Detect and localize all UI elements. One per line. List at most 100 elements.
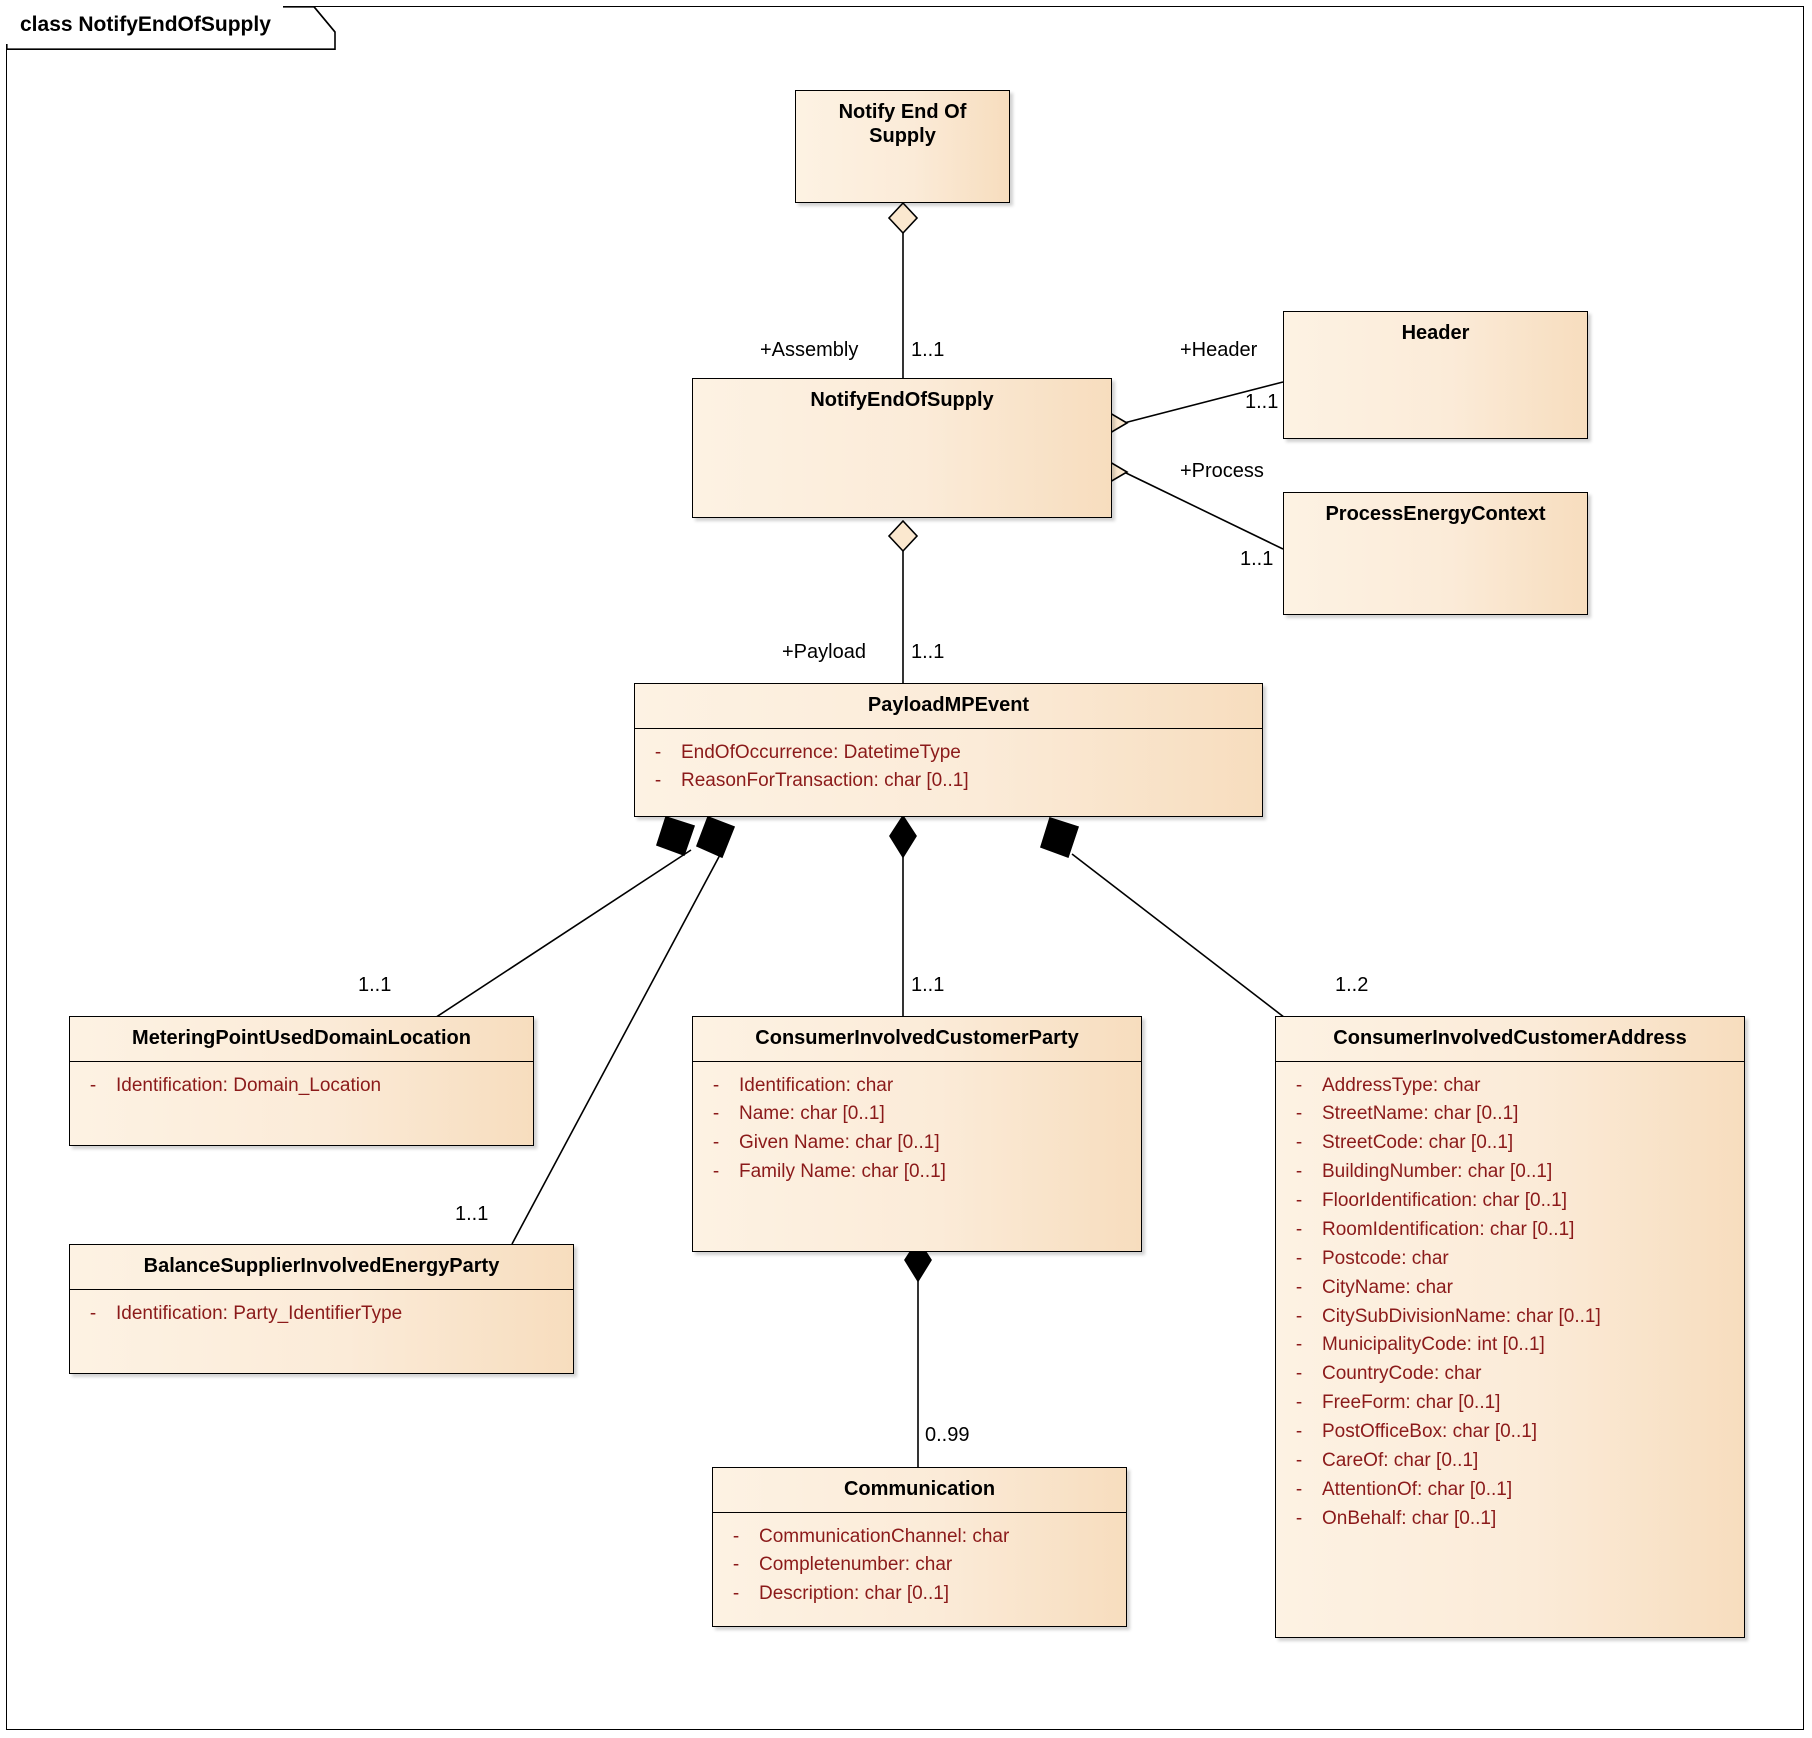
attribute-compartment: - Identification: Domain_Location xyxy=(70,1062,533,1111)
attribute-signature: OnBehalf: char [0..1] xyxy=(1322,1507,1497,1529)
attribute-visibility: - xyxy=(1295,1421,1303,1443)
attribute-visibility: - xyxy=(1295,1507,1303,1529)
label-assembly-mult: 1..1 xyxy=(911,339,945,361)
attribute-row: - CareOf: char [0..1] xyxy=(1276,1447,1744,1476)
label-header-role: +Header xyxy=(1180,339,1258,361)
class-consumer-involved-customer-address[interactable]: ConsumerInvolvedCustomerAddress - Addres… xyxy=(1275,1016,1745,1638)
class-title: MeteringPointUsedDomainLocation xyxy=(132,1027,471,1049)
attribute-row: - Postcode: char xyxy=(1276,1245,1744,1274)
attribute-signature: Family Name: char [0..1] xyxy=(739,1161,946,1183)
class-title: Header xyxy=(1401,322,1470,344)
attribute-signature: CityName: char xyxy=(1322,1276,1453,1298)
class-communication[interactable]: Communication - CommunicationChannel: ch… xyxy=(712,1467,1127,1627)
class-process-energy-context[interactable]: ProcessEnergyContext xyxy=(1283,492,1588,615)
attribute-signature: Identification: Party_IdentifierType xyxy=(116,1302,403,1324)
attribute-row: - RoomIdentification: char [0..1] xyxy=(1276,1216,1744,1245)
attribute-visibility: - xyxy=(1295,1074,1303,1096)
label-communication-mult: 0..99 xyxy=(925,1424,970,1446)
attribute-row: - Identification: Party_IdentifierType xyxy=(70,1300,573,1329)
attribute-signature: MunicipalityCode: int [0..1] xyxy=(1322,1334,1545,1356)
class-notify-end-of-supply-actor[interactable]: Notify End Of Supply xyxy=(795,90,1010,203)
class-payload-mp-event[interactable]: PayloadMPEvent - EndOfOccurrence: Dateti… xyxy=(634,683,1263,817)
attribute-visibility: - xyxy=(732,1583,740,1605)
attribute-row: - ReasonForTransaction: char [0..1] xyxy=(635,767,1262,796)
attribute-row: - CommunicationChannel: char xyxy=(713,1523,1126,1552)
label-process-mult: 1..1 xyxy=(1240,548,1274,570)
attribute-signature: StreetCode: char [0..1] xyxy=(1322,1132,1514,1154)
attribute-row: - Family Name: char [0..1] xyxy=(693,1158,1141,1187)
attribute-row: - EndOfOccurrence: DatetimeType xyxy=(635,739,1262,768)
class-metering-point-used-domain-location[interactable]: MeteringPointUsedDomainLocation - Identi… xyxy=(69,1016,534,1146)
attribute-visibility: - xyxy=(89,1302,97,1324)
compartment-divider xyxy=(1276,1060,1744,1062)
attribute-signature: ReasonForTransaction: char [0..1] xyxy=(681,770,969,792)
attribute-visibility: - xyxy=(1295,1334,1303,1356)
attribute-signature: RoomIdentification: char [0..1] xyxy=(1322,1218,1575,1240)
attribute-visibility: - xyxy=(1295,1449,1303,1471)
attribute-signature: Postcode: char xyxy=(1322,1247,1449,1269)
attribute-visibility: - xyxy=(1295,1392,1303,1414)
attribute-row: - Given Name: char [0..1] xyxy=(693,1129,1141,1158)
attribute-row: - FloorIdentification: char [0..1] xyxy=(1276,1187,1744,1216)
attribute-row: - AddressType: char xyxy=(1276,1072,1744,1101)
diagram-tab-label: class NotifyEndOfSupply xyxy=(20,13,271,36)
attribute-signature: Completenumber: char xyxy=(759,1554,953,1576)
class-title: ConsumerInvolvedCustomerParty xyxy=(755,1027,1079,1049)
class-title: BalanceSupplierInvolvedEnergyParty xyxy=(143,1255,500,1277)
compartment-divider xyxy=(713,1511,1126,1513)
attribute-row: - BuildingNumber: char [0..1] xyxy=(1276,1158,1744,1187)
attribute-visibility: - xyxy=(1295,1132,1303,1154)
attribute-row: - StreetCode: char [0..1] xyxy=(1276,1129,1744,1158)
label-payload-mult: 1..1 xyxy=(911,641,945,663)
attribute-row: - Identification: Domain_Location xyxy=(70,1072,533,1101)
attribute-row: - CountryCode: char xyxy=(1276,1360,1744,1389)
class-title: Notify End Of Supply xyxy=(838,101,967,147)
attribute-row: - FreeForm: char [0..1] xyxy=(1276,1389,1744,1418)
attribute-visibility: - xyxy=(1295,1478,1303,1500)
class-balance-supplier-involved-energy-party[interactable]: BalanceSupplierInvolvedEnergyParty - Ide… xyxy=(69,1244,574,1374)
attribute-visibility: - xyxy=(89,1074,97,1096)
attribute-signature: Name: char [0..1] xyxy=(739,1103,885,1125)
attribute-signature: PostOfficeBox: char [0..1] xyxy=(1322,1421,1538,1443)
attribute-signature: EndOfOccurrence: DatetimeType xyxy=(681,741,961,763)
class-title: ProcessEnergyContext xyxy=(1325,503,1546,525)
attribute-visibility: - xyxy=(712,1074,720,1096)
class-title: NotifyEndOfSupply xyxy=(810,389,994,411)
label-cica-mult: 1..2 xyxy=(1335,974,1369,996)
class-notify-end-of-supply[interactable]: NotifyEndOfSupply xyxy=(692,378,1112,518)
attribute-visibility: - xyxy=(732,1525,740,1547)
label-payload-role: +Payload xyxy=(782,641,866,663)
label-assembly-role: +Assembly xyxy=(760,339,859,361)
attribute-row: - CitySubDivisionName: char [0..1] xyxy=(1276,1303,1744,1332)
attribute-signature: StreetName: char [0..1] xyxy=(1322,1103,1519,1125)
attribute-visibility: - xyxy=(1295,1247,1303,1269)
attribute-visibility: - xyxy=(1295,1190,1303,1212)
attribute-visibility: - xyxy=(712,1161,720,1183)
label-header-mult: 1..1 xyxy=(1245,391,1279,413)
attribute-signature: Identification: Domain_Location xyxy=(116,1074,382,1096)
class-header[interactable]: Header xyxy=(1283,311,1588,439)
attribute-signature: CommunicationChannel: char xyxy=(759,1525,1010,1547)
attribute-row: - Name: char [0..1] xyxy=(693,1100,1141,1129)
attribute-visibility: - xyxy=(712,1132,720,1154)
attribute-visibility: - xyxy=(654,770,662,792)
class-title: Communication xyxy=(843,1478,996,1500)
attribute-signature: FreeForm: char [0..1] xyxy=(1322,1392,1501,1414)
attribute-visibility: - xyxy=(654,741,662,763)
label-mpudl-mult: 1..1 xyxy=(358,974,392,996)
label-cicp-mult: 1..1 xyxy=(911,974,945,996)
attribute-signature: AttentionOf: char [0..1] xyxy=(1322,1478,1513,1500)
diagram-frame xyxy=(6,6,1804,1730)
class-consumer-involved-customer-party[interactable]: ConsumerInvolvedCustomerParty - Identifi… xyxy=(692,1016,1142,1252)
attribute-signature: CareOf: char [0..1] xyxy=(1322,1449,1479,1471)
attribute-compartment: - EndOfOccurrence: DatetimeType - Reason… xyxy=(635,729,1262,807)
label-bsiep-mult: 1..1 xyxy=(455,1203,489,1225)
compartment-divider xyxy=(693,1060,1141,1062)
attribute-row: - Identification: char xyxy=(693,1072,1141,1101)
attribute-signature: Identification: char xyxy=(739,1074,894,1096)
diagram-tab: class NotifyEndOfSupply xyxy=(6,6,283,44)
attribute-compartment: - CommunicationChannel: char - Completen… xyxy=(713,1513,1126,1620)
attribute-row: - AttentionOf: char [0..1] xyxy=(1276,1476,1744,1505)
compartment-divider xyxy=(635,727,1262,729)
